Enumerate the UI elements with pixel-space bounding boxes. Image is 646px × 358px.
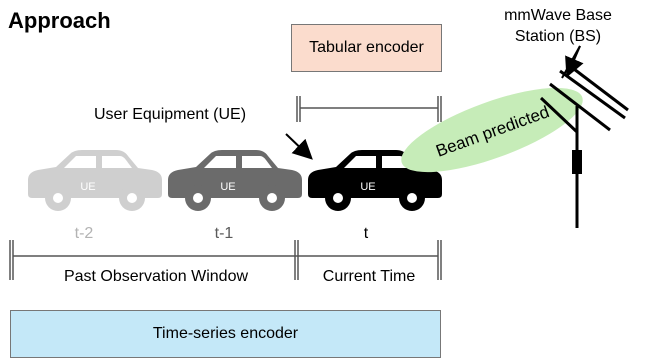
- car-ue-text-t-2: UE: [80, 181, 95, 193]
- ue-arrow-icon: [285, 133, 313, 160]
- tabular-encoder-box: Tabular encoder: [291, 24, 442, 72]
- title: Approach: [8, 8, 111, 33]
- time-label-t: t: [363, 225, 369, 242]
- base-station-label: mmWave Base Station (BS): [488, 6, 628, 48]
- tabular-bracket: [296, 96, 442, 122]
- time-label-t-2: t-2: [74, 225, 94, 242]
- time-window-bracket: [9, 240, 442, 280]
- base-station-label-line2: Station (BS): [514, 27, 602, 45]
- current-time-label: Current Time: [322, 268, 416, 285]
- beam-ellipse: [401, 87, 583, 173]
- ue-label: User Equipment (UE): [94, 106, 247, 123]
- base-station-label-line1: mmWave Base: [504, 7, 612, 24]
- antenna-icon: [539, 45, 629, 228]
- time-series-encoder-box: Time-series encoder: [10, 310, 441, 358]
- past-window-label: Past Observation Window: [63, 268, 249, 285]
- bs-pointer-arrow-icon: [565, 45, 584, 78]
- tabular-encoder-label: Tabular encoder: [309, 39, 424, 56]
- car-ue-text-t: UE: [360, 181, 375, 193]
- time-label-t-1: t-1: [214, 225, 234, 242]
- time-series-encoder-label: Time-series encoder: [152, 325, 299, 342]
- car-ue-text-t-1: UE: [220, 181, 235, 193]
